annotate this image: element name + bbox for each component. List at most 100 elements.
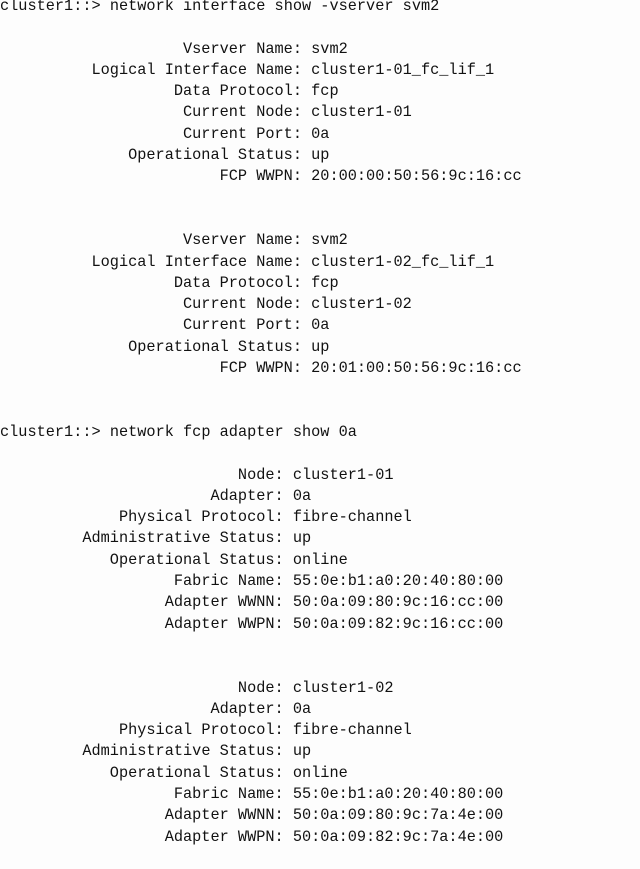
field-row: Physical Protocol: fibre-channel	[0, 720, 522, 741]
blank-line	[0, 209, 522, 230]
field-label: Adapter:	[210, 699, 284, 718]
field-row: Node: cluster1-01	[0, 465, 522, 486]
field-label: FCP WWPN:	[219, 359, 302, 378]
field-row: Adapter: 0a	[0, 486, 522, 507]
field-label: Vserver Name:	[183, 231, 302, 250]
field-value: cluster1-01	[311, 103, 412, 122]
field-label: Logical Interface Name:	[91, 252, 302, 271]
command-prompt-line: cluster1::> network interface show -vser…	[0, 0, 440, 15]
field-row: Data Protocol: fcp	[0, 81, 522, 102]
field-value: up	[292, 742, 312, 761]
field-value: fibre-channel	[292, 508, 412, 527]
field-label: Operational Status:	[128, 337, 302, 356]
field-row: FCP WWPN: 20:00:00:50:56:9c:16:cc	[0, 166, 522, 187]
command-prompt-line: cluster1::> network fcp adapter show 0a	[0, 422, 357, 441]
field-label: Physical Protocol:	[118, 508, 284, 527]
field-value: cluster1-01	[292, 465, 394, 484]
field-value: 55:0e:b1:a0:20:40:80:00	[292, 784, 504, 803]
field-value: 50:0a:09:80:9c:16:cc:00	[292, 593, 504, 612]
field-value: up	[311, 146, 330, 165]
field-value: fibre-channel	[292, 721, 412, 740]
field-value: cluster1-02	[311, 295, 412, 314]
blank-line	[0, 635, 522, 656]
field-label: Operational Status:	[109, 550, 284, 569]
field-row: Physical Protocol: fibre-channel	[0, 507, 522, 528]
field-row: Operational Status: up	[0, 145, 522, 166]
field-row: FCP WWPN: 20:01:00:50:56:9c:16:cc	[0, 358, 522, 379]
blank-line	[0, 656, 522, 677]
field-label: Node:	[237, 465, 284, 484]
field-value: cluster1-02	[292, 678, 394, 697]
field-label: Operational Status:	[109, 763, 284, 782]
field-row: Data Protocol: fcp	[0, 273, 522, 294]
field-row: Fabric Name: 55:0e:b1:a0:20:40:80:00	[0, 784, 522, 805]
field-label: Fabric Name:	[173, 784, 284, 803]
field-label: Current Port:	[183, 124, 302, 143]
field-row: Operational Status: online	[0, 763, 522, 784]
field-value: 0a	[311, 124, 330, 143]
field-row: Adapter: 0a	[0, 699, 522, 720]
field-label: Data Protocol:	[173, 273, 302, 292]
field-value: up	[292, 529, 312, 548]
blank-line	[0, 379, 522, 400]
blank-line	[0, 17, 522, 38]
field-label: FCP WWPN:	[219, 167, 302, 186]
blank-line	[0, 443, 522, 464]
field-label: Adapter WWNN:	[164, 593, 284, 612]
field-label: Operational Status:	[128, 146, 302, 165]
field-value: 50:0a:09:82:9c:7a:4e:00	[292, 827, 504, 846]
field-label: Administrative Status:	[82, 529, 284, 548]
field-row: Operational Status: up	[0, 337, 522, 358]
field-row: Node: cluster1-02	[0, 678, 522, 699]
field-row: Logical Interface Name: cluster1-02_fc_l…	[0, 252, 522, 273]
field-value: cluster1-02_fc_lif_1	[311, 252, 495, 271]
field-value: online	[292, 763, 348, 782]
field-value: fcp	[311, 82, 339, 101]
field-label: Data Protocol:	[173, 82, 302, 101]
field-row: Current Node: cluster1-01	[0, 102, 522, 123]
blank-line	[0, 848, 522, 869]
field-label: Current Node:	[183, 295, 302, 314]
field-label: Physical Protocol:	[118, 721, 284, 740]
field-row: Operational Status: online	[0, 550, 522, 571]
field-row: Current Port: 0a	[0, 124, 522, 145]
field-label: Current Port:	[183, 316, 302, 335]
blank-line	[0, 188, 522, 209]
field-row: Administrative Status: up	[0, 528, 522, 549]
blank-line	[0, 401, 522, 422]
field-row: Current Port: 0a	[0, 315, 522, 336]
field-row: Adapter WWPN: 50:0a:09:82:9c:7a:4e:00	[0, 827, 522, 848]
field-row: Administrative Status: up	[0, 741, 522, 762]
field-row: Fabric Name: 55:0e:b1:a0:20:40:80:00	[0, 571, 522, 592]
field-value: 20:01:00:50:56:9c:16:cc	[311, 359, 522, 378]
field-value: svm2	[311, 231, 348, 250]
field-row: Adapter WWNN: 50:0a:09:80:9c:7a:4e:00	[0, 805, 522, 826]
field-label: Adapter WWPN:	[164, 827, 284, 846]
field-value: svm2	[311, 39, 348, 58]
field-label: Administrative Status:	[82, 742, 284, 761]
field-label: Current Node:	[183, 103, 302, 122]
field-row: Adapter WWNN: 50:0a:09:80:9c:16:cc:00	[0, 592, 522, 613]
field-label: Adapter WWPN:	[164, 614, 284, 633]
field-value: 55:0e:b1:a0:20:40:80:00	[292, 572, 504, 591]
field-row: Adapter WWPN: 50:0a:09:82:9c:16:cc:00	[0, 614, 522, 635]
field-row: Vserver Name: svm2	[0, 230, 522, 251]
field-value: 0a	[311, 316, 330, 335]
field-label: Logical Interface Name:	[91, 60, 302, 79]
field-value: cluster1-01_fc_lif_1	[311, 60, 495, 79]
field-row: Vserver Name: svm2	[0, 39, 522, 60]
field-label: Vserver Name:	[183, 39, 302, 58]
field-label: Node:	[237, 678, 284, 697]
terminal-output: cluster1::> network interface show -vser…	[0, 0, 522, 869]
field-value: 50:0a:09:80:9c:7a:4e:00	[292, 806, 504, 825]
field-row: Logical Interface Name: cluster1-01_fc_l…	[0, 60, 522, 81]
field-value: 0a	[292, 699, 312, 718]
field-value: 20:00:00:50:56:9c:16:cc	[311, 167, 522, 186]
field-row: Current Node: cluster1-02	[0, 294, 522, 315]
field-value: up	[311, 337, 330, 356]
field-value: 50:0a:09:82:9c:16:cc:00	[292, 614, 504, 633]
